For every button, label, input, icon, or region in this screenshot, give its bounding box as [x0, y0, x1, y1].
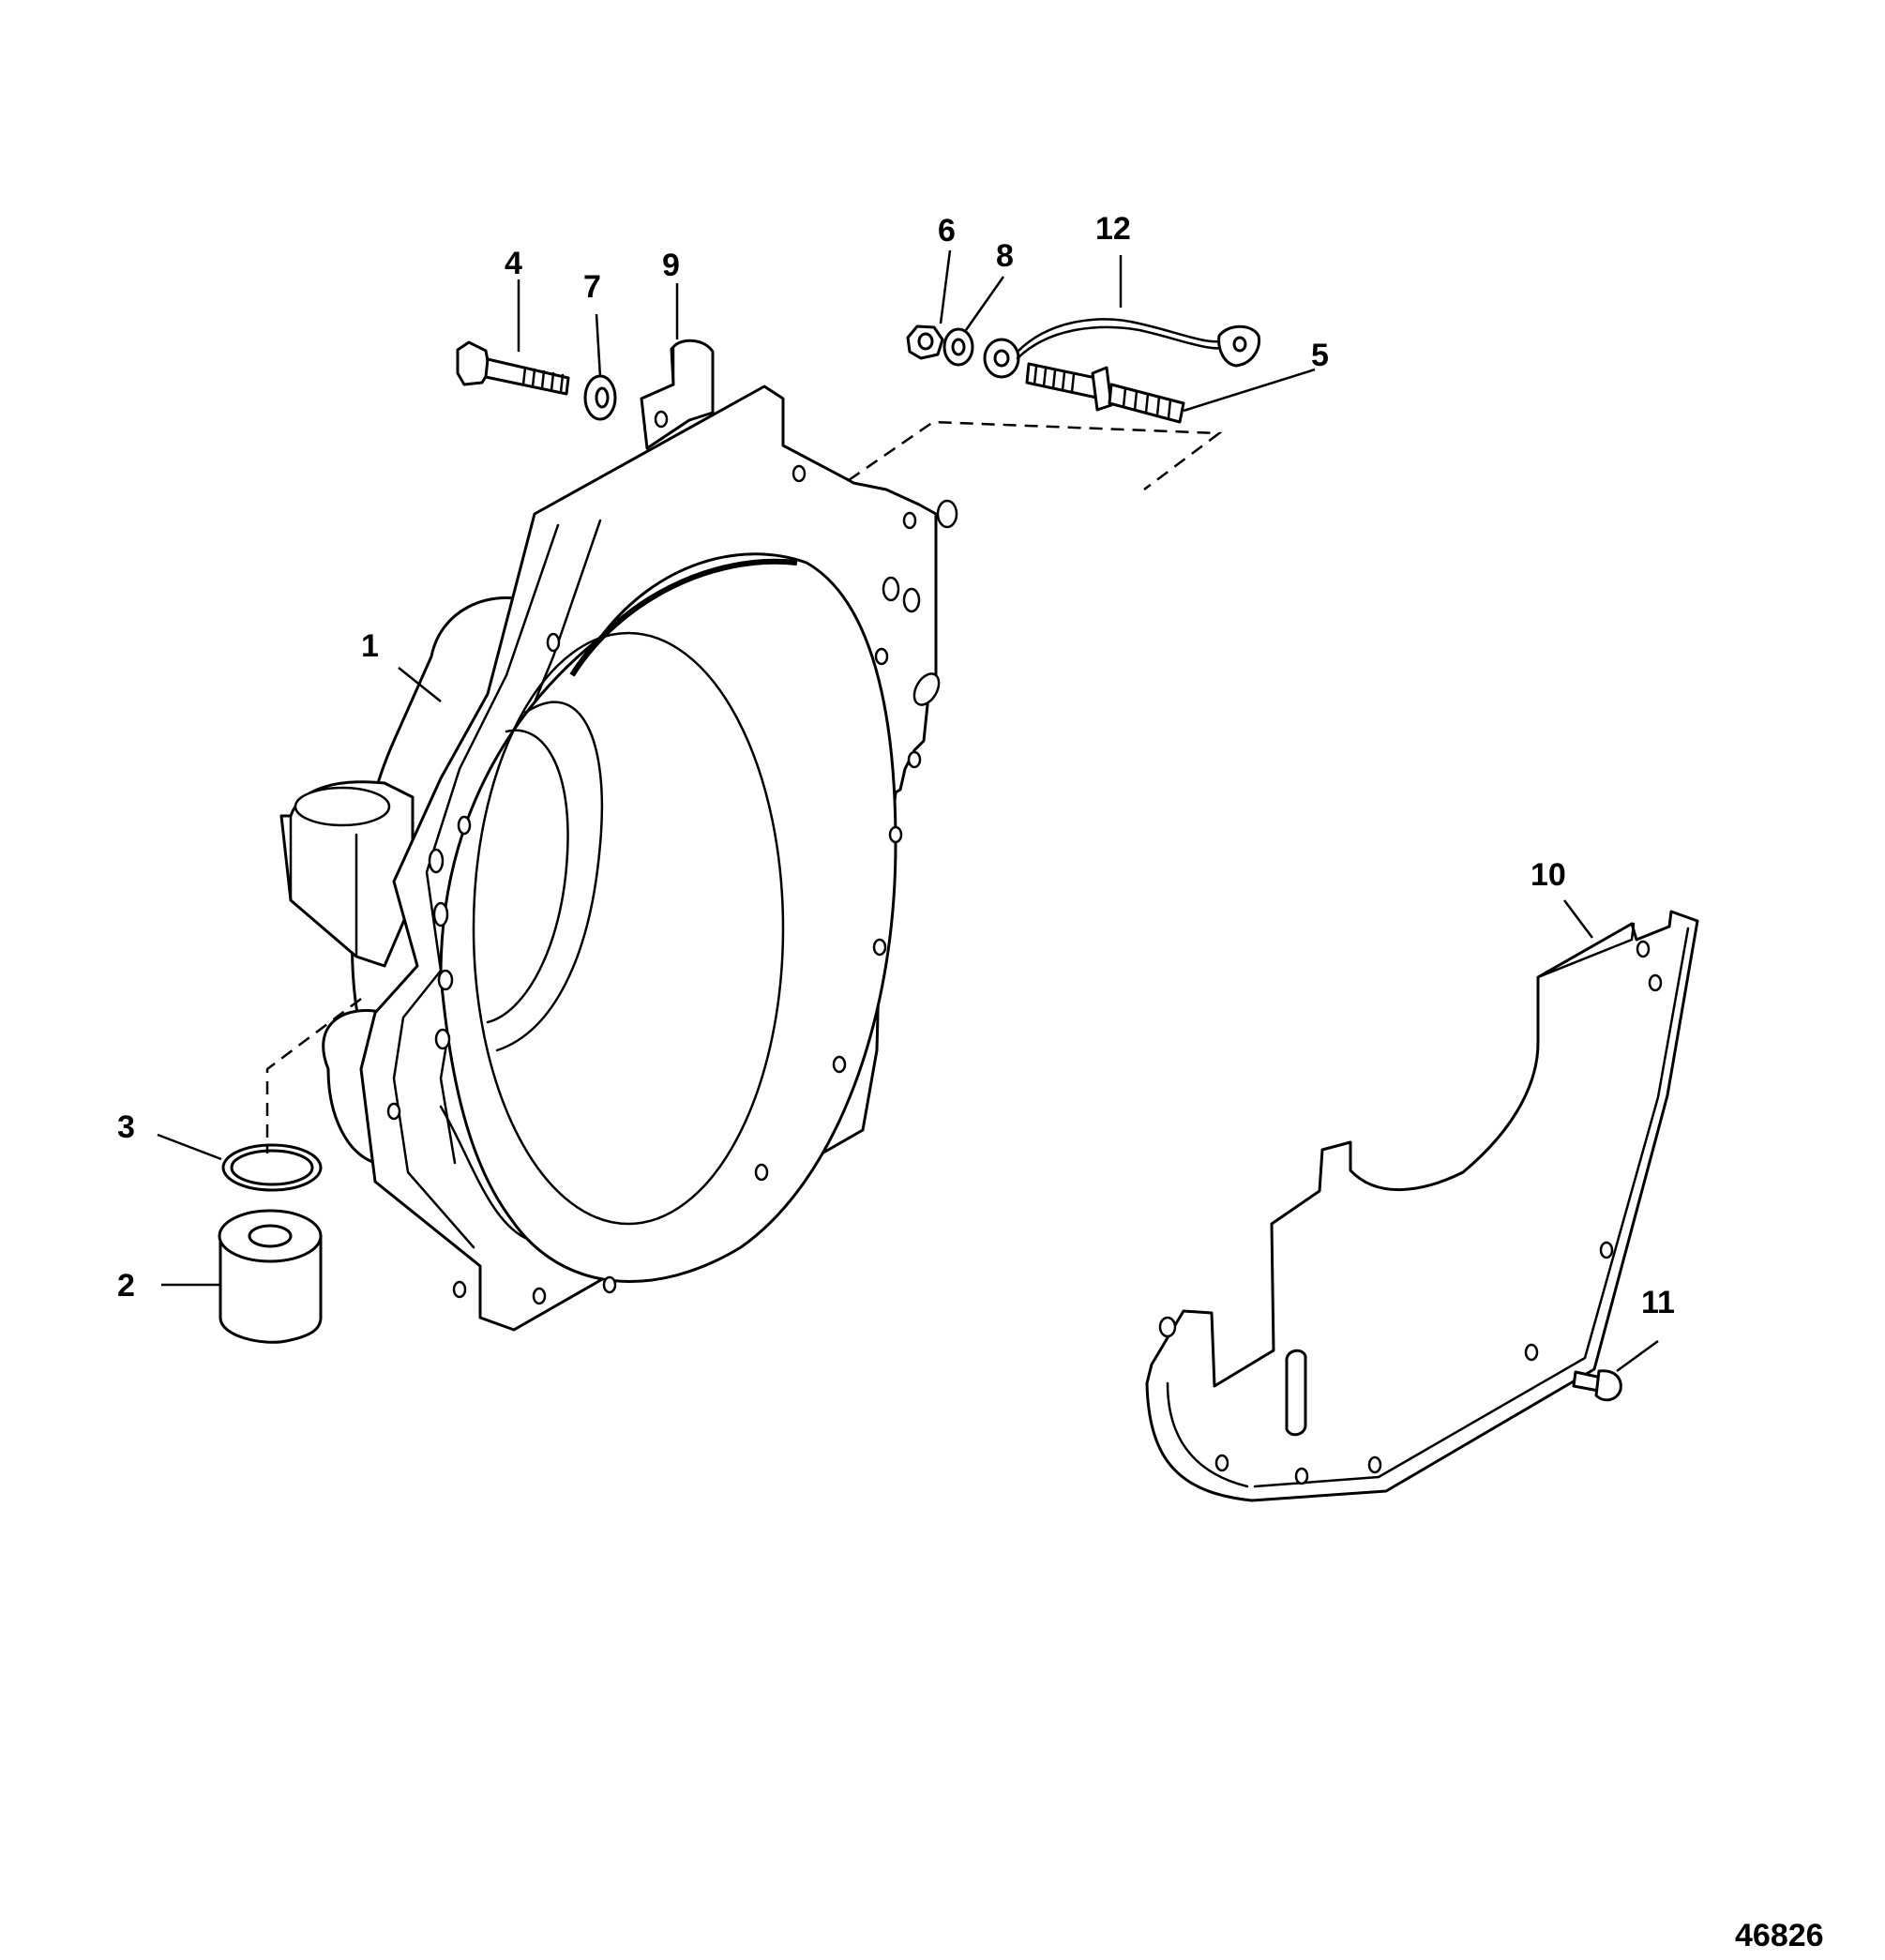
flat-washer	[942, 327, 974, 367]
callout-9: 9	[662, 248, 680, 283]
leader-lines	[157, 249, 1659, 1373]
callout-3: 3	[117, 1109, 135, 1145]
screw	[1572, 1369, 1622, 1402]
callout-2: 2	[117, 1268, 135, 1304]
cover-plate	[1145, 910, 1699, 1502]
housing-bolt-holes	[386, 464, 958, 1305]
bushing	[218, 1209, 323, 1344]
callout-8: 8	[996, 238, 1014, 274]
hex-nut	[906, 324, 944, 360]
callout-11: 11	[1641, 1285, 1675, 1320]
callout-12: 12	[1095, 211, 1131, 247]
callout-10: 10	[1531, 857, 1566, 893]
lock-washer	[583, 374, 617, 421]
callout-5: 5	[1311, 338, 1329, 373]
callout-7: 7	[583, 269, 601, 305]
hex-bolt	[456, 340, 570, 396]
threaded-stud	[1025, 362, 1185, 424]
callout-labels: 1 2 3 4 5 6 7 8 9 10 11 12	[117, 211, 1675, 1320]
flywheel-housing	[279, 384, 958, 1332]
callout-1: 1	[361, 628, 379, 664]
o-ring	[221, 1143, 323, 1192]
bracket	[640, 339, 715, 450]
figure-number: 46826	[1735, 1918, 1824, 1953]
alignment-line-stud	[848, 420, 1223, 490]
callout-4: 4	[505, 246, 522, 281]
callout-6: 6	[938, 213, 956, 249]
alignment-line-oring	[265, 998, 362, 1153]
ground-strap	[983, 318, 1261, 379]
